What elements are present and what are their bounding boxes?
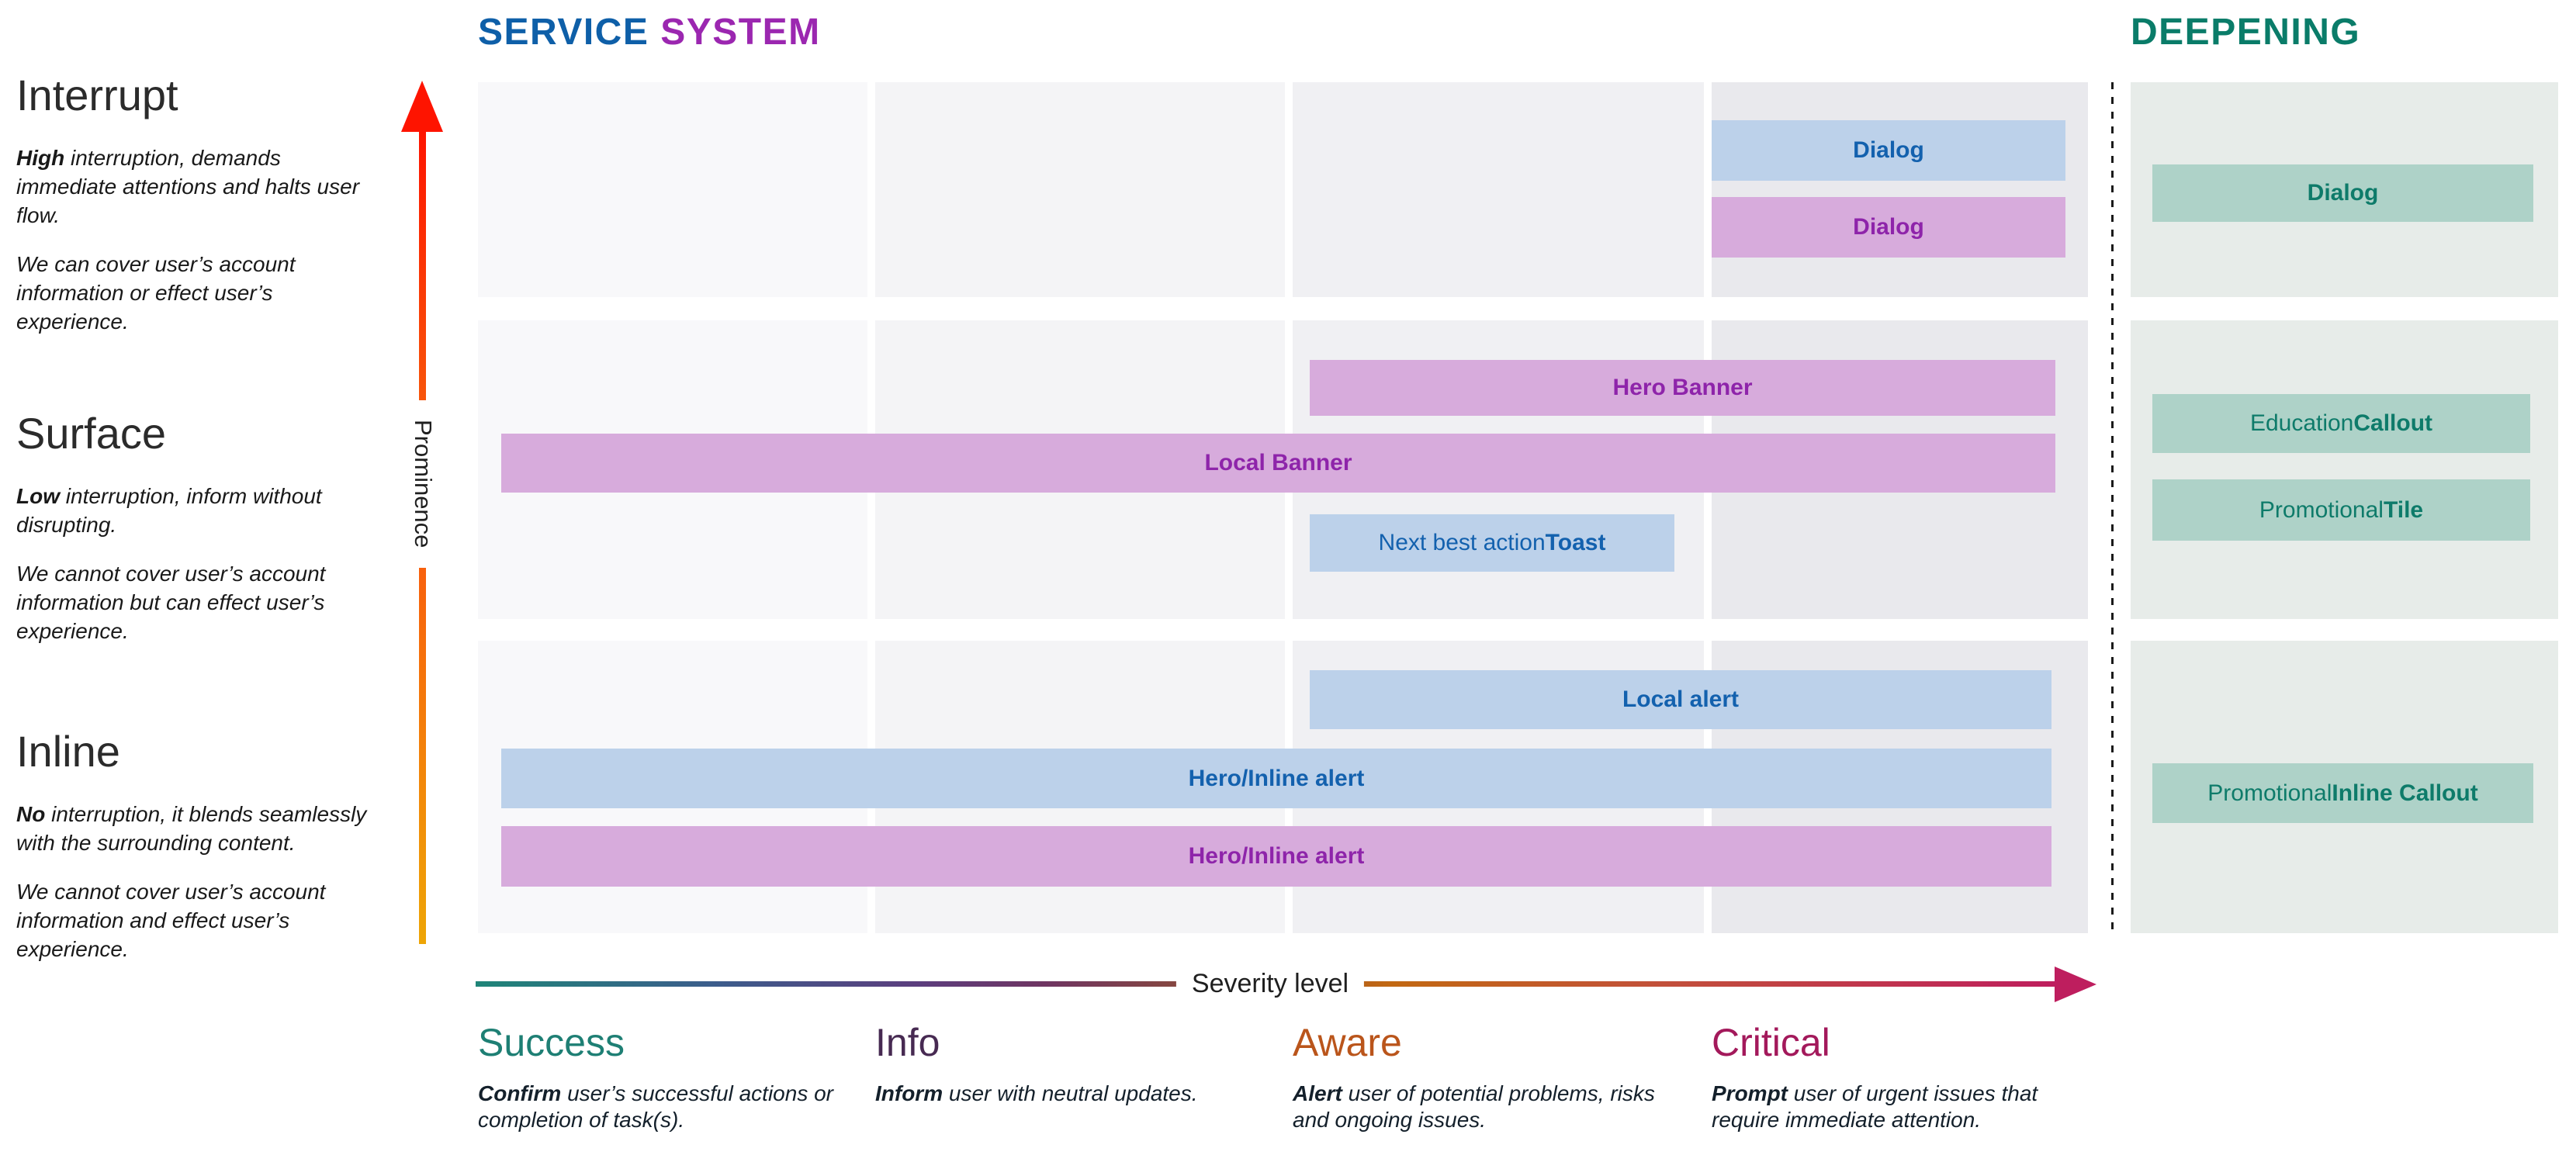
component-bar-local-alert: Local alert [1310, 670, 2051, 729]
bar-label-prefix: Promotional [2207, 780, 2332, 806]
system-title-part: SYSTEM [660, 12, 821, 53]
component-bar-dialog-deepening: Dialog [2152, 164, 2533, 222]
bar-label: Hero Banner [1612, 375, 1753, 400]
severity-arrowhead-icon [2055, 967, 2096, 1002]
bar-label-prefix: Promotional [2259, 496, 2384, 523]
severity-level-description: Inform user with neutral updates. [875, 1081, 1198, 1105]
prominence-arrowhead-icon [401, 81, 443, 132]
bar-label: Dialog [2307, 180, 2379, 206]
severity-axis-label: Severity level [1175, 967, 1365, 1001]
component-bar-hero-inline-alert-purple: Hero/Inline alert [501, 826, 2051, 887]
bar-label: Dialog [1853, 137, 1924, 163]
prominence-level-coverage-note: We cannot cover user’s account informati… [16, 879, 326, 961]
bar-label-prefix: Education [2249, 410, 2354, 436]
deepening-title-text: DEEPENING [2131, 12, 2361, 53]
component-bar-dialog-critical-blue: Dialog [1712, 120, 2065, 181]
prominence-level-coverage-note: We can cover user’s account information … [16, 251, 296, 334]
severity-level-description: Confirm user’s successful actions or com… [478, 1081, 833, 1132]
bar-label: Local alert [1622, 686, 1740, 712]
service-title-part: SERVICE [478, 12, 649, 53]
deepening-divider-dashed-line [2111, 82, 2114, 935]
severity-level-title: Success [478, 1021, 625, 1064]
prominence-level-coverage-note: We cannot cover user’s account informati… [16, 561, 326, 643]
prominence-axis-label: Prominence [390, 400, 455, 568]
prominence-arrow-line-lower [419, 565, 426, 944]
service-system-title: SERVICE SYSTEM [478, 11, 821, 54]
bar-label: Local Banner [1204, 450, 1352, 476]
component-bar-promotional-tile: Promotional Tile [2152, 479, 2530, 541]
prominence-level-inline: Inline No interruption, it blends seamles… [16, 727, 381, 984]
bar-label: Toast [1545, 530, 1606, 555]
grid-cell-row1-col2 [875, 82, 1285, 297]
bar-label-prefix: Next best action [1378, 530, 1546, 555]
severity-level-title: Critical [1712, 1021, 1830, 1064]
prominence-level-description: Low interruption, inform without disrupt… [16, 483, 322, 537]
prominence-level-title: Surface [16, 409, 166, 458]
prominence-level-description: No interruption, it blends seamlessly wi… [16, 801, 367, 855]
component-bar-education-callout: Education Callout [2152, 394, 2530, 453]
component-bar-next-best-action-toast: Next best action Toast [1310, 514, 1674, 572]
grid-cell-row1-col4 [1712, 82, 2088, 297]
prominence-level-title: Interrupt [16, 71, 178, 119]
component-bar-promotional-inline-callout: Promotional Inline Callout [2152, 763, 2533, 823]
component-bar-hero-banner: Hero Banner [1310, 360, 2055, 416]
bar-label: Callout [2353, 410, 2433, 436]
prominence-level-description: High interruption, demands immediate att… [16, 145, 360, 227]
prominence-arrow-line-upper [419, 130, 426, 403]
deepening-band-row2 [2131, 320, 2558, 619]
bar-label: Hero/Inline alert [1188, 843, 1365, 869]
bar-label: Hero/Inline alert [1188, 765, 1365, 791]
severity-level-title: Info [875, 1021, 940, 1064]
severity-level-description: Alert user of potential problems, risks … [1293, 1081, 1655, 1132]
component-bar-hero-inline-alert-blue: Hero/Inline alert [501, 749, 2051, 808]
bar-label: Dialog [1853, 214, 1924, 240]
component-bar-local-banner: Local Banner [501, 434, 2055, 493]
grid-cell-row1-col3 [1293, 82, 1704, 297]
bar-label: Inline Callout [2332, 780, 2478, 806]
deepening-title: DEEPENING [2131, 11, 2360, 54]
grid-cell-row1-col1 [478, 82, 867, 297]
severity-level-description: Prompt user of urgent issues that requir… [1712, 1081, 2038, 1132]
component-bar-dialog-critical-purple: Dialog [1712, 197, 2065, 258]
severity-level-title: Aware [1293, 1021, 1402, 1064]
prominence-level-title: Inline [16, 727, 120, 776]
bar-label: Tile [2383, 496, 2424, 523]
